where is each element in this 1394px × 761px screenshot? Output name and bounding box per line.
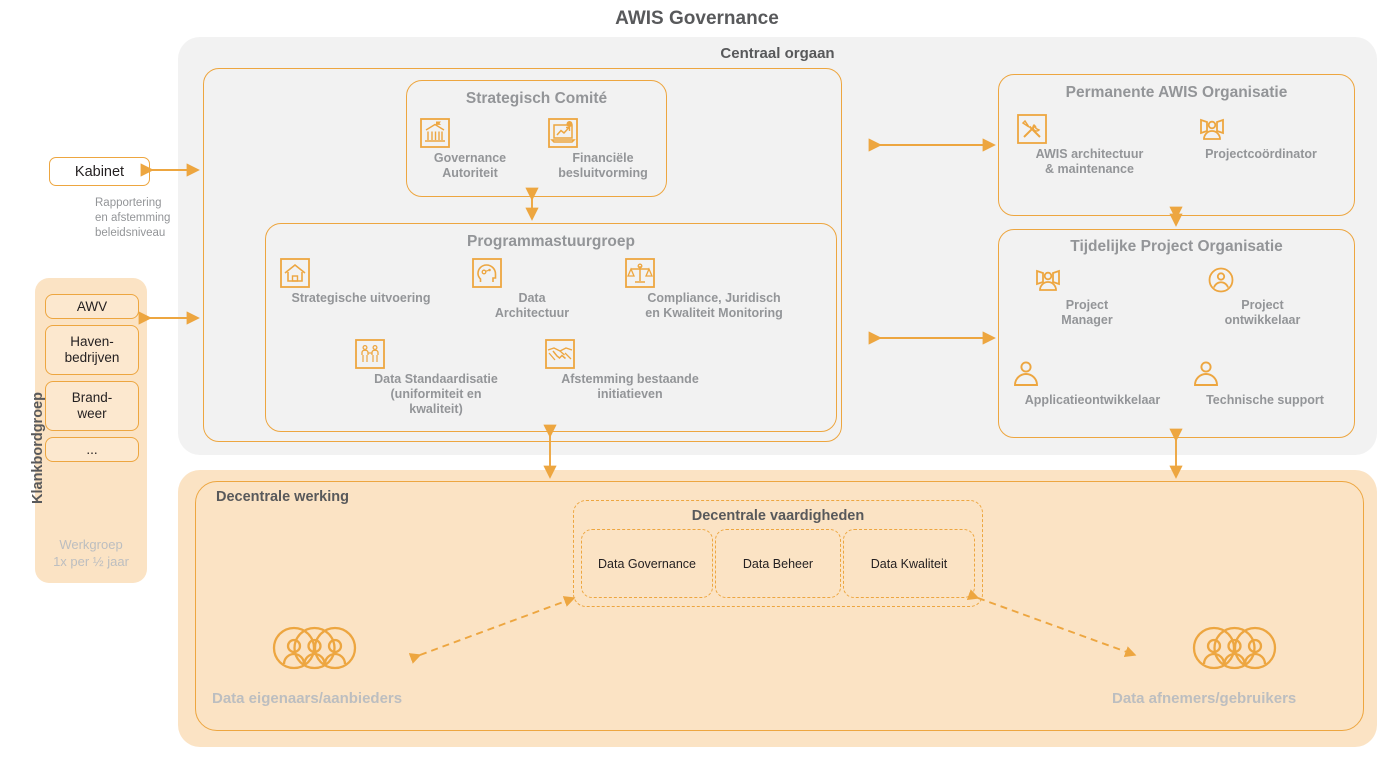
permanente-awis-title: Permanente AWIS Organisatie (1065, 84, 1288, 101)
chip-label-line1: Haven- (70, 334, 114, 349)
decentrale-werking-frame (195, 481, 1364, 731)
werkgroep-note-line2: 1x per ½ jaar (53, 554, 129, 569)
people-standards-icon (355, 339, 517, 369)
bank-institution-icon (420, 118, 520, 148)
tools-wrench-screwdriver-icon (1017, 114, 1162, 144)
item-label-line1: Compliance, Juridisch (647, 291, 781, 305)
head-data-icon (472, 258, 592, 288)
werkgroep-note: Werkgroep 1x per ½ jaar (38, 536, 144, 570)
reporting-note: Rapportering en afstemming beleidsniveau (95, 196, 215, 241)
item-label-line1: Data Standaardisatie (374, 372, 498, 386)
klankbordgroep-chip-brandweer[interactable]: Brand-weer (45, 381, 139, 431)
item-label-line1: AWIS architectuur (1035, 147, 1144, 161)
presenter-person-icon (1032, 265, 1142, 295)
item-label-line1: Project (1241, 298, 1284, 312)
item-label-line3: kwaliteit) (409, 402, 463, 416)
programmastuurgroep-title: Programmastuurgroep (467, 233, 635, 250)
item-label-line2: & maintenance (1045, 162, 1134, 176)
reporting-note-line1: Rapportering (95, 197, 162, 209)
kabinet-box[interactable]: Kabinet (49, 157, 150, 186)
item-technische-support[interactable]: Technische support (1190, 358, 1340, 408)
chip-label-line2: weer (77, 406, 107, 421)
presenter-person-icon (1196, 114, 1326, 144)
data-owners-label: Data eigenaars/aanbieders (212, 690, 403, 707)
decentrale-werking-panel (178, 470, 1377, 747)
strategisch-comite-title: Strategisch Comité (465, 90, 608, 107)
user-icon (1010, 358, 1175, 390)
item-projectcoordinator[interactable]: Projectcoördinator (1196, 114, 1326, 162)
item-label-line1: Data (518, 291, 546, 305)
item-label-line2: besluitvorming (558, 166, 648, 180)
tijdelijke-project-title: Tijdelijke Project Organisatie (1070, 238, 1283, 255)
item-label-line2: Autoriteit (442, 166, 498, 180)
chip-label-line1: Brand- (71, 390, 113, 405)
capability-label: Data Governance (598, 556, 696, 571)
capability-label: Data Kwaliteit (870, 556, 948, 571)
item-label-line1: Applicatieontwikkelaar (1024, 393, 1161, 407)
item-label-line1: Projectcoördinator (1205, 147, 1317, 161)
capability-data-beheer[interactable]: Data Beheer (715, 529, 841, 598)
item-label-line1: Afstemming bestaande (561, 372, 699, 386)
item-label-line2: ontwikkelaar (1224, 313, 1301, 327)
werkgroep-note-line1: Werkgroep (59, 537, 123, 552)
financial-chart-laptop-icon (548, 118, 658, 148)
capability-data-governance[interactable]: Data Governance (581, 529, 713, 598)
klankbordgroep-chip-more[interactable]: ... (45, 437, 139, 462)
item-awis-architectuur[interactable]: AWIS architectuur& maintenance (1017, 114, 1162, 177)
item-strategische-uitvoering[interactable]: Strategische uitvoering (280, 258, 442, 306)
scales-balance-icon (625, 258, 803, 288)
item-label-line2: en Kwaliteit Monitoring (645, 306, 783, 320)
chip-label-line2: bedrijven (64, 350, 120, 365)
people-group-icon (272, 624, 357, 676)
reporting-note-line2: en afstemming (95, 212, 171, 224)
central-organ-label: Centraal orgaan (720, 45, 835, 62)
item-label-line1: Governance (433, 151, 507, 165)
chip-label: AWV (76, 298, 108, 314)
klankbordgroep-chip-awv[interactable]: AWV (45, 294, 139, 319)
item-label-line1: Technische support (1206, 393, 1324, 407)
item-label-line1: Financiële (572, 151, 634, 165)
page-title: AWIS Governance (615, 8, 779, 29)
item-label-line2: Architectuur (494, 306, 570, 320)
user-circle-icon (1205, 265, 1320, 295)
user-icon (1190, 358, 1340, 390)
item-applicatieontwikkelaar[interactable]: Applicatieontwikkelaar (1010, 358, 1175, 408)
data-consumers-label: Data afnemers/gebruikers (1112, 690, 1297, 707)
central-left-frame (203, 68, 842, 442)
chip-label: ... (86, 441, 98, 457)
decentrale-werking-title: Decentrale werking (216, 489, 349, 505)
central-organ-panel (178, 37, 1377, 455)
item-label-line2: (uniformiteit en (390, 387, 482, 401)
klankbordgroep-chip-havenbedrijven[interactable]: Haven-bedrijven (45, 325, 139, 375)
item-label-line2: initiatieven (597, 387, 663, 401)
house-icon (280, 258, 442, 288)
item-label-line1: Strategische uitvoering (291, 291, 431, 305)
capability-label: Data Beheer (742, 556, 814, 571)
item-label-line2: Manager (1061, 313, 1113, 327)
people-group-icon (1192, 624, 1277, 676)
capability-data-kwaliteit[interactable]: Data Kwaliteit (843, 529, 975, 598)
decentrale-vaardigheden-title: Decentrale vaardigheden (691, 508, 865, 524)
handshake-icon (545, 339, 715, 369)
klankbordgroep-label: Klankbordgroep (30, 392, 46, 504)
item-label-line1: Project (1065, 298, 1109, 312)
decentrale-vaardigheden-box: Decentrale vaardigheden (573, 500, 983, 607)
reporting-note-line3: beleidsniveau (95, 227, 166, 239)
